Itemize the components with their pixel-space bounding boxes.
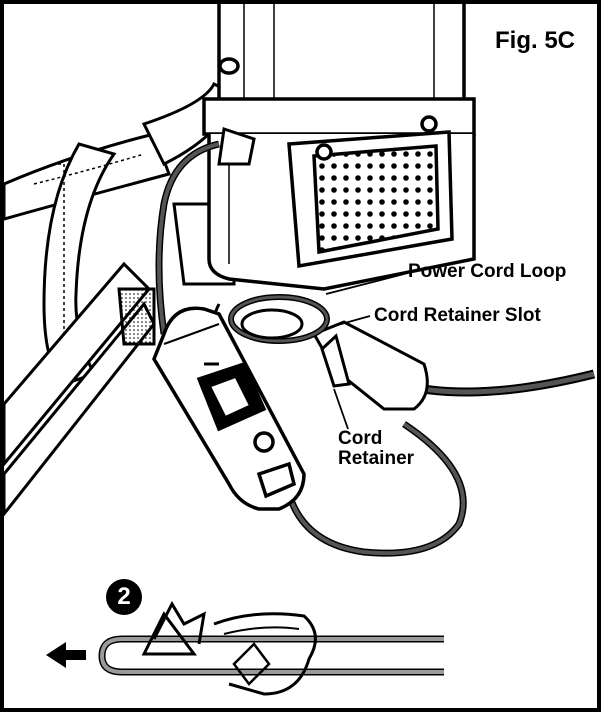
- cord-retainer-label: Cord Retainer: [338, 429, 414, 469]
- step-number-badge: 2: [106, 579, 142, 615]
- figure-label: Fig. 5C: [495, 27, 576, 54]
- cord-retainer-label-line2: Retainer: [338, 447, 415, 469]
- power-cord-loop-label: Power Cord Loop: [408, 261, 567, 282]
- left-arrow-icon: [46, 642, 86, 668]
- pump-housing: [202, 4, 476, 291]
- label-leaders: [325, 273, 405, 430]
- cord-retainer-slot-label: Cord Retainer Slot: [374, 305, 541, 326]
- retainer-detail: [98, 600, 444, 696]
- cord-retainer-label-line1: Cord: [338, 428, 383, 449]
- inline-switch: [152, 306, 306, 511]
- cord-retainer-strap: [311, 320, 429, 411]
- power-cord: [155, 127, 596, 557]
- illustration: [4, 4, 596, 696]
